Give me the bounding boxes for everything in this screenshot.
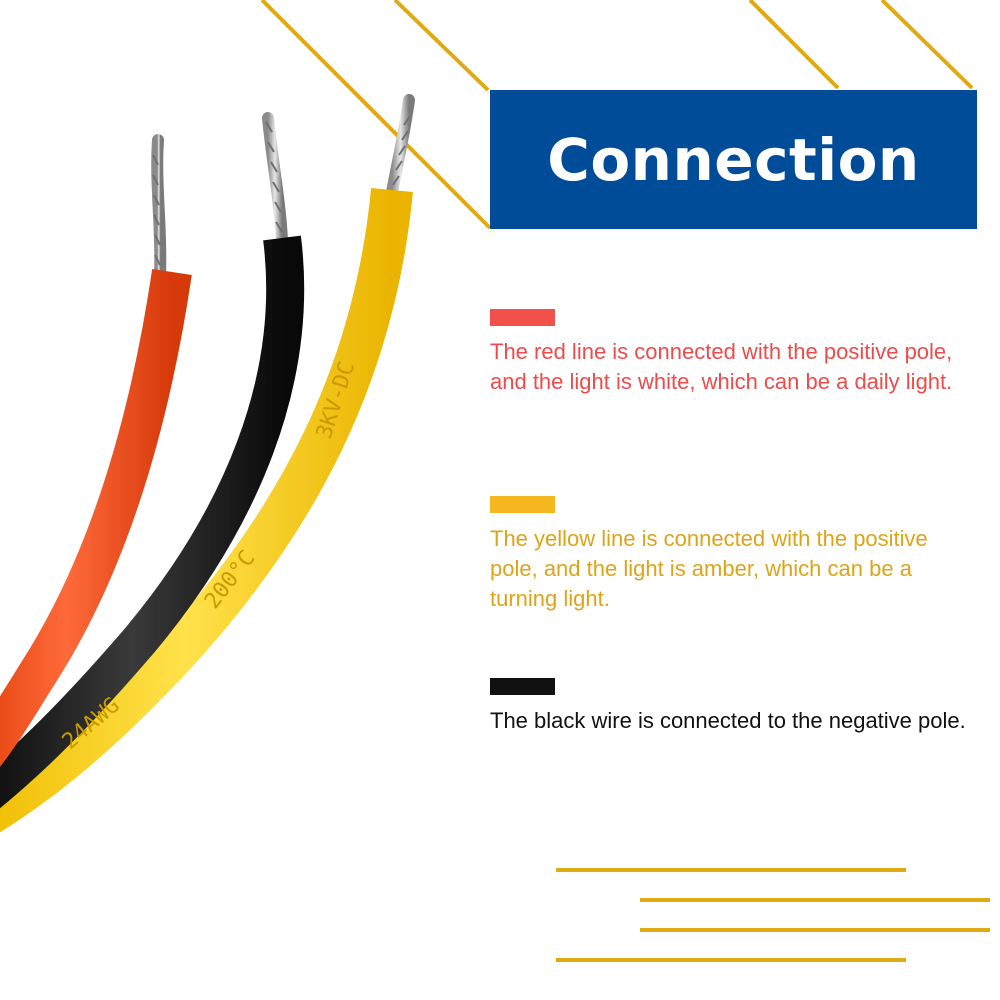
black-wire xyxy=(0,235,305,809)
red-wire xyxy=(0,269,192,767)
yellow-swatch xyxy=(490,496,555,513)
black-swatch xyxy=(490,678,555,695)
red-wire-conductor-twist xyxy=(152,154,161,266)
yellow-wire-conductor-twist xyxy=(392,115,411,186)
red-line-description: The red line is connected with the posit… xyxy=(490,339,953,394)
yellow-line-description: The yellow line is connected with the po… xyxy=(490,526,928,611)
black-wire-description: The black wire is connected to the negat… xyxy=(490,708,966,733)
yellow-wire-conductor xyxy=(386,94,415,198)
yellow-wire xyxy=(0,188,413,833)
accent-line xyxy=(748,0,840,90)
red-swatch xyxy=(490,309,555,326)
accent-line xyxy=(880,0,974,90)
accent-line xyxy=(260,0,492,230)
red-wire-conductor xyxy=(151,134,167,281)
page-title: Connection xyxy=(547,125,920,194)
title-banner: Connection xyxy=(490,90,977,229)
accent-lines-bottom xyxy=(556,868,990,962)
accent-line xyxy=(393,0,490,92)
accent-lines-top xyxy=(260,0,974,230)
black-wire-conductor-twist xyxy=(265,121,283,233)
black-wire-conductor xyxy=(262,112,288,246)
